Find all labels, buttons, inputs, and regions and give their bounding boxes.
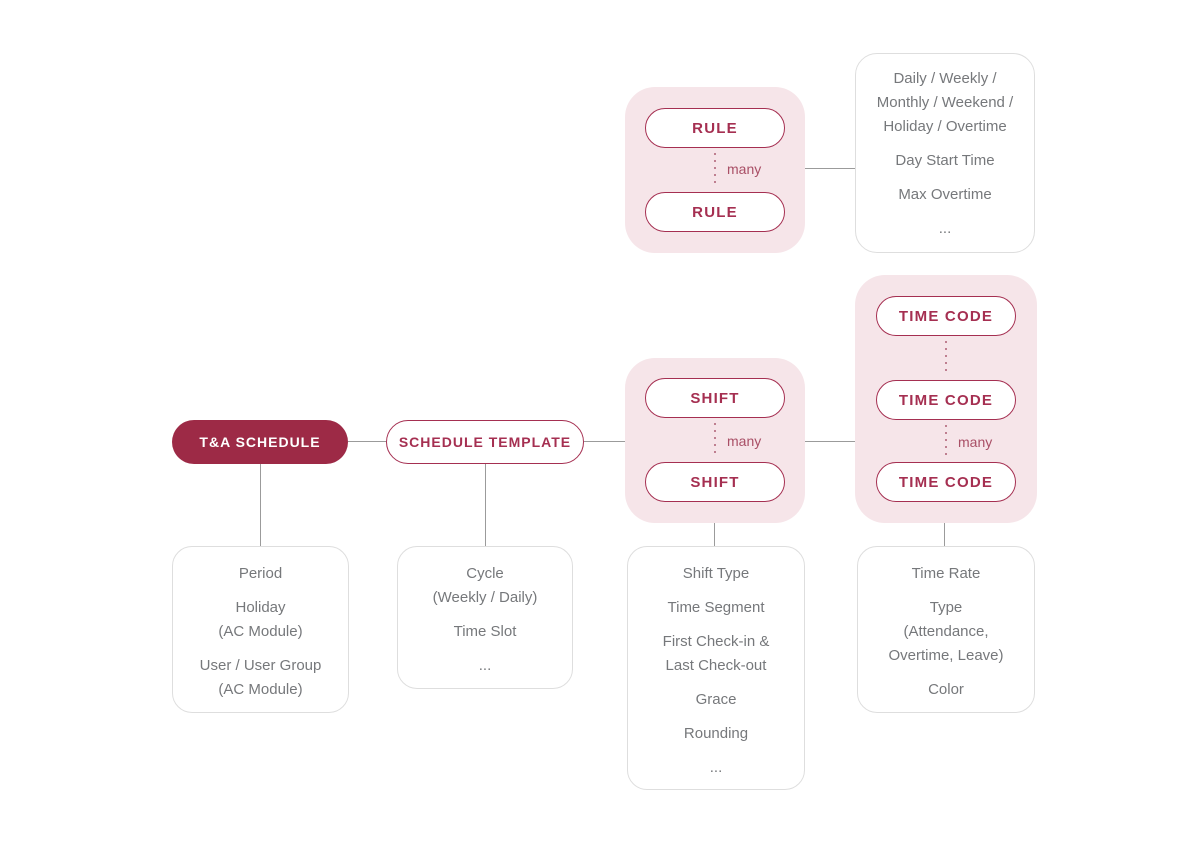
attribute-line: (Weekly / Daily) <box>432 589 538 606</box>
attribute-group: Time Segment <box>628 596 804 620</box>
dotted-line <box>714 423 716 453</box>
attribute-group: Time Slot <box>398 620 572 644</box>
attribute-line: Monthly / Weekend / <box>876 94 1014 111</box>
attribute-line: Daily / Weekly / <box>893 70 997 87</box>
node-schedule-template: SCHEDULE TEMPLATE <box>386 420 584 464</box>
attribute-line: Time Rate <box>911 565 981 582</box>
rule-attributes-box: Daily / Weekly / Monthly / Weekend / Hol… <box>855 53 1035 253</box>
shift-attributes-box: Shift Type Time Segment First Check-in &… <box>627 546 805 790</box>
attribute-group: Color <box>858 678 1034 702</box>
node-time-code-2: TIME CODE <box>876 380 1016 420</box>
attribute-group: Cycle (Weekly / Daily) <box>398 562 572 610</box>
node-rule-1: RULE <box>645 108 785 148</box>
attribute-group: Daily / Weekly / Monthly / Weekend / Hol… <box>856 67 1034 139</box>
shift-group: SHIFT many SHIFT <box>625 358 805 523</box>
connector-shift-to-attrs <box>714 523 715 546</box>
attribute-group: First Check-in & Last Check-out <box>628 630 804 678</box>
attribute-line: Last Check-out <box>665 657 767 674</box>
time-code-attributes-box: Time Rate Type (Attendance, Overtime, Le… <box>857 546 1035 713</box>
attribute-line: Holiday / Overtime <box>883 118 1007 135</box>
cardinality-label: many <box>958 434 993 450</box>
connector-taschedule-to-attrs <box>260 464 261 546</box>
node-shift-1: SHIFT <box>645 378 785 418</box>
attribute-line: User / User Group <box>199 657 322 674</box>
attribute-line: Day Start Time <box>895 152 995 169</box>
attribute-line: Time Segment <box>667 599 765 616</box>
attribute-line: Type <box>929 599 963 616</box>
dotted-line <box>945 425 947 455</box>
attribute-group: Type (Attendance, Overtime, Leave) <box>858 596 1034 668</box>
node-time-code-1: TIME CODE <box>876 296 1016 336</box>
connector-template-to-shift <box>584 441 625 442</box>
attribute-group: ... <box>398 654 572 678</box>
time-code-group: TIME CODE TIME CODE many TIME CODE <box>855 275 1037 523</box>
attribute-group: Rounding <box>628 722 804 746</box>
attribute-group: ... <box>856 217 1034 241</box>
attribute-line: ... <box>709 759 723 776</box>
node-shift-2: SHIFT <box>645 462 785 502</box>
attribute-line: (AC Module) <box>218 681 303 698</box>
cardinality-label: many <box>727 433 762 449</box>
attribute-line: ... <box>938 220 952 237</box>
attribute-group: ... <box>628 756 804 780</box>
attribute-line: Cycle <box>466 565 504 582</box>
dotted-line <box>945 341 947 371</box>
attribute-line: Time Slot <box>453 623 517 640</box>
attribute-line: Overtime, Leave) <box>888 647 1004 664</box>
attribute-line: First Check-in & <box>662 633 770 650</box>
attribute-line: Rounding <box>683 725 749 742</box>
attribute-line: Shift Type <box>682 565 750 582</box>
attribute-group: Period <box>173 562 348 586</box>
connector-timecode-to-attrs <box>944 522 945 546</box>
attribute-line: (Attendance, <box>903 623 989 640</box>
schedule-template-attributes-box: Cycle (Weekly / Daily) Time Slot ... <box>397 546 573 689</box>
attribute-line: (AC Module) <box>218 623 303 640</box>
node-ta-schedule: T&A SCHEDULE <box>172 420 348 464</box>
attribute-group: User / User Group (AC Module) <box>173 654 348 702</box>
attribute-line: Holiday <box>235 599 286 616</box>
attribute-line: Period <box>238 565 283 582</box>
node-time-code-3: TIME CODE <box>876 462 1016 502</box>
attribute-group: Holiday (AC Module) <box>173 596 348 644</box>
ta-schedule-attributes-box: Period Holiday (AC Module) User / User G… <box>172 546 349 713</box>
attribute-line: ... <box>478 657 492 674</box>
attribute-line: Color <box>928 681 964 698</box>
dotted-line <box>714 153 716 183</box>
connector-shift-to-timecode <box>805 441 855 442</box>
cardinality-label: many <box>727 161 762 177</box>
connector-taschedule-to-template <box>348 441 386 442</box>
rule-group: RULE many RULE <box>625 87 805 253</box>
attribute-line: Grace <box>695 691 737 708</box>
attribute-group: Shift Type <box>628 562 804 586</box>
attribute-group: Max Overtime <box>856 183 1034 207</box>
connector-rule-to-attrs <box>805 168 855 169</box>
attribute-group: Day Start Time <box>856 149 1034 173</box>
attribute-line: Max Overtime <box>898 186 992 203</box>
connector-template-to-attrs <box>485 464 486 546</box>
node-rule-2: RULE <box>645 192 785 232</box>
attribute-group: Grace <box>628 688 804 712</box>
attribute-group: Time Rate <box>858 562 1034 586</box>
